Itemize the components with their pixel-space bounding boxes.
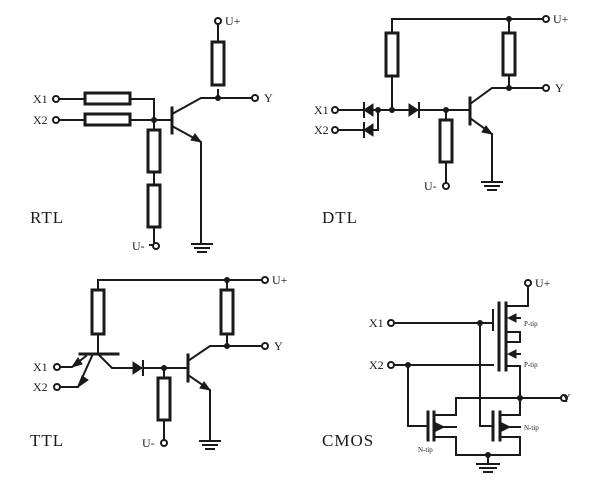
ttl-x2-label: X2 xyxy=(33,380,48,394)
ttl-y-terminal xyxy=(261,342,269,350)
dtl-vcc-terminal xyxy=(542,15,550,23)
dtl-base-resistor xyxy=(438,118,454,164)
dtl-vee-label: U- xyxy=(424,179,437,193)
dtl-series-diode xyxy=(408,103,419,117)
cmos-p1-label: P-tip xyxy=(524,320,538,328)
dtl-circuit: U+ X1 X2 U- Y DTL xyxy=(314,12,569,227)
dtl-x2-label: X2 xyxy=(314,123,329,137)
cmos-circuit: U+ P-tip P-tip X1 X2 Y N-tip xyxy=(322,276,571,473)
dtl-y-terminal xyxy=(542,84,550,92)
ttl-emitter-arrow-2 xyxy=(76,375,89,389)
cmos-x1-label: X1 xyxy=(369,316,384,330)
rtl-x1-label: X1 xyxy=(33,92,48,106)
dtl-collector-resistor xyxy=(501,31,517,77)
cmos-x2-label: X2 xyxy=(369,358,384,372)
dtl-y-label: Y xyxy=(555,81,564,95)
dtl-vee-terminal xyxy=(442,182,450,190)
ttl-x2-terminal xyxy=(53,383,61,391)
rtl-vcc-label: U+ xyxy=(225,14,241,28)
rtl-divider-resistor-2 xyxy=(146,183,162,229)
cmos-n1-arrow xyxy=(435,422,446,432)
dtl-vcc-label: U+ xyxy=(553,12,569,26)
rtl-y-terminal xyxy=(251,94,259,102)
ttl-collector-resistor xyxy=(219,288,235,336)
rtl-x2-label: X2 xyxy=(33,113,48,127)
rtl-ground-icon xyxy=(191,243,213,253)
ttl-vee-terminal xyxy=(160,439,168,447)
ttl-output-junction xyxy=(224,343,230,349)
dtl-junction-a xyxy=(375,107,381,113)
ttl-y-label: Y xyxy=(274,339,283,353)
rtl-vcc-terminal xyxy=(214,17,222,25)
cmos-p1-arrow xyxy=(506,313,517,323)
rtl-circuit: X1 X2 U- U+ Y RTL xyxy=(30,14,273,253)
ttl-circuit: U+ X1 X2 U- Y TTL xyxy=(30,273,288,450)
ttl-series-diode xyxy=(132,361,143,375)
ttl-pullup-resistor xyxy=(90,288,106,336)
cmos-p2-arrow xyxy=(506,349,517,359)
dtl-pullup-resistor xyxy=(384,31,400,78)
ttl-vcc-label: U+ xyxy=(272,273,288,287)
dtl-title: DTL xyxy=(322,208,358,227)
cmos-ground-junction xyxy=(485,452,491,458)
ttl-emitter-arrow-out xyxy=(199,381,212,391)
dtl-output-junction xyxy=(506,85,512,91)
rtl-emitter-arrow xyxy=(190,133,203,143)
cmos-ground-icon xyxy=(476,463,500,473)
ttl-title: TTL xyxy=(30,431,64,450)
ttl-vee-label: U- xyxy=(142,436,155,450)
ttl-vcc-terminal xyxy=(261,276,269,284)
cmos-n2-arrow xyxy=(501,422,512,432)
rtl-y-label: Y xyxy=(264,91,273,105)
rtl-title: RTL xyxy=(30,208,64,227)
rtl-divider-resistor-1 xyxy=(146,128,162,174)
dtl-ground-icon xyxy=(481,181,503,191)
cmos-n2-label: N-tip xyxy=(524,424,539,432)
cmos-n1-label: N-tip xyxy=(418,446,433,454)
dtl-input-diode-2 xyxy=(363,123,374,137)
cmos-p2-label: P-tip xyxy=(524,361,538,369)
ttl-emitter-arrow-1 xyxy=(70,357,83,368)
rtl-vee-terminal xyxy=(152,242,160,250)
cmos-y-terminal xyxy=(560,394,568,402)
dtl-input-diode-1 xyxy=(363,103,374,117)
rtl-collector-resistor xyxy=(210,40,226,87)
dtl-x1-label: X1 xyxy=(314,103,329,117)
cmos-vcc-label: U+ xyxy=(535,276,551,290)
cmos-y-label: Y xyxy=(562,391,571,405)
rtl-vee-label: U- xyxy=(132,239,145,253)
dtl-emitter-arrow xyxy=(481,125,494,135)
cmos-title: CMOS xyxy=(322,431,374,450)
ttl-base-resistor xyxy=(156,376,172,422)
ttl-x1-label: X1 xyxy=(33,360,48,374)
rtl-input-resistor-2 xyxy=(83,112,132,127)
rtl-input-resistor-1 xyxy=(83,91,132,106)
ttl-ground-icon xyxy=(199,440,221,450)
ttl-x1-terminal xyxy=(53,363,61,371)
